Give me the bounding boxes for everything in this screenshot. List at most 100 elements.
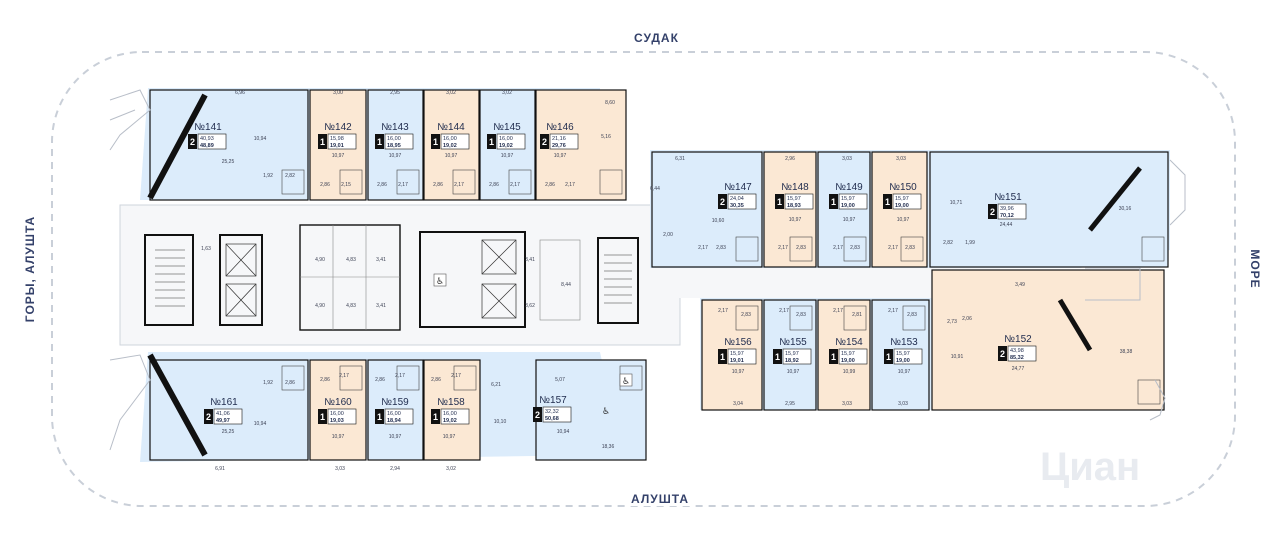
area-box <box>892 193 922 210</box>
rooms-count: 1 <box>831 197 836 207</box>
room-dimension: 2,17 <box>888 308 898 314</box>
apartment-number: №146 <box>546 122 574 133</box>
room-dimension: 25,25 <box>222 159 235 165</box>
room-dimension: 2,17 <box>339 373 349 379</box>
room-dimension: 10,97 <box>554 153 567 159</box>
room-dimension: 2,86 <box>320 182 330 188</box>
common-dimension: 4,83 <box>346 257 356 263</box>
living-area: 21,16 <box>552 136 566 142</box>
area-box <box>327 408 357 425</box>
apartment-number: №161 <box>210 397 238 408</box>
rooms-badge <box>884 349 893 364</box>
apartment-152-area[interactable] <box>931 269 1165 411</box>
room-dimension: 8,60 <box>605 100 615 106</box>
area-box <box>784 193 814 210</box>
total-area: 19,00 <box>841 203 855 209</box>
core <box>144 224 639 331</box>
room-dimension: 2,17 <box>779 308 789 314</box>
rooms-count: 1 <box>433 412 438 422</box>
apartment-147-area[interactable] <box>651 151 763 268</box>
apartment-number: №143 <box>381 122 409 133</box>
area-box <box>542 406 572 423</box>
room-dimension: 2,86 <box>375 377 385 383</box>
room-dimension: 10,97 <box>501 153 514 159</box>
apartment-150-area[interactable] <box>871 151 928 268</box>
bathroom <box>843 236 867 262</box>
room-dimension: 6,44 <box>650 186 660 192</box>
room-dimension: 2,86 <box>433 182 443 188</box>
room-dimension: 2,06 <box>962 316 972 322</box>
room-dimension: 2,17 <box>451 373 461 379</box>
room-dimension: 3,02 <box>446 90 456 96</box>
rooms-badge <box>204 409 213 424</box>
room-dimension: 10,94 <box>557 429 570 435</box>
rooms-badge <box>533 407 542 422</box>
room-dimension: 2,83 <box>850 245 860 251</box>
living-area: 15,97 <box>896 351 910 357</box>
common-dimension: 4,90 <box>315 303 325 309</box>
room-dimension: 3,03 <box>335 466 345 472</box>
apartment-number: №160 <box>324 397 352 408</box>
bathroom <box>508 169 532 195</box>
common-dimension: 3,41 <box>376 257 386 263</box>
room-dimension: 3,03 <box>842 156 852 162</box>
room-dimension: 3,03 <box>842 401 852 407</box>
apartment-number: №152 <box>1004 334 1032 345</box>
elevators <box>225 239 517 319</box>
stairs-lines <box>155 249 632 307</box>
room-dimension: 3,04 <box>733 401 743 407</box>
living-area: 15,97 <box>841 351 855 357</box>
room-dimension: 2,82 <box>285 173 295 179</box>
room-dimension: 2,00 <box>663 232 673 238</box>
room-dimension: 2,86 <box>320 377 330 383</box>
rooms-badge <box>988 204 997 219</box>
total-area: 18,93 <box>787 203 801 209</box>
total-area: 18,92 <box>785 358 799 364</box>
bathroom <box>396 169 420 195</box>
living-area: 15,97 <box>785 351 799 357</box>
total-area: 19,02 <box>499 143 513 149</box>
apartment-number: №144 <box>437 122 465 133</box>
living-area: 32,32 <box>545 409 559 415</box>
rooms-badge <box>775 194 784 209</box>
common-dimension: 3,41 <box>376 303 386 309</box>
rooms-badge <box>829 194 838 209</box>
total-area: 70,12 <box>1000 213 1014 219</box>
rooms-count: 1 <box>320 412 325 422</box>
total-area: 19,00 <box>895 203 909 209</box>
apartment-141-area[interactable] <box>149 89 309 201</box>
apartment-number: №148 <box>781 182 809 193</box>
room-dimension: 2,86 <box>377 182 387 188</box>
room-dimension: 10,91 <box>951 354 964 360</box>
bathroom <box>900 236 924 262</box>
living-area: 15,98 <box>330 136 344 142</box>
apartment-number: №147 <box>724 182 752 193</box>
room-dimension: 2,17 <box>718 308 728 314</box>
room-dimension: 2,17 <box>454 182 464 188</box>
area-box <box>197 133 227 150</box>
apartment-151-area[interactable] <box>929 151 1169 268</box>
room-dimension: 10,97 <box>389 434 402 440</box>
living-area: 40,93 <box>200 136 214 142</box>
bathroom <box>396 365 420 391</box>
